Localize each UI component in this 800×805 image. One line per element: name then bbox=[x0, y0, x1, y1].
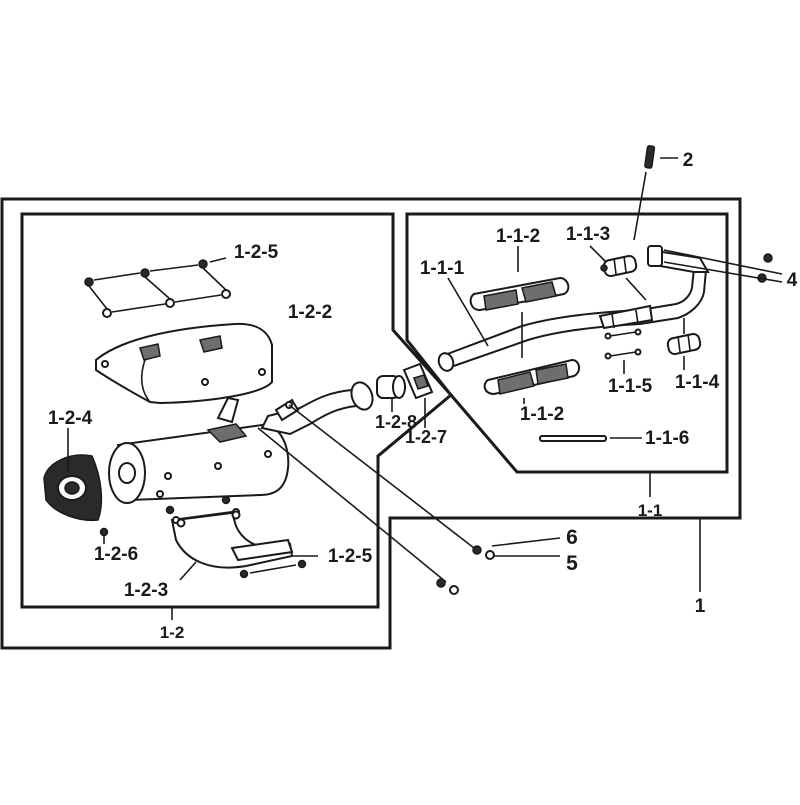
bracket-bolts bbox=[436, 545, 495, 595]
muffler-end-cap bbox=[43, 454, 109, 537]
label-1-1-4: 1-1-4 bbox=[675, 372, 720, 393]
pipe-clamp-sleeve-upper bbox=[600, 254, 638, 278]
leader-6 bbox=[491, 537, 561, 547]
label-1-1-6: 1-1-6 bbox=[645, 428, 689, 449]
stud-bolt bbox=[644, 145, 656, 169]
upper-shield-fasteners bbox=[84, 257, 231, 318]
leader-1-1-1 bbox=[447, 277, 489, 347]
label-1-2-8: 1-2-8 bbox=[375, 412, 417, 432]
label-1: 1 bbox=[695, 596, 706, 617]
joint-gasket bbox=[376, 375, 406, 399]
leader-4-b bbox=[663, 261, 783, 283]
leader-muffler-bolt-a bbox=[257, 427, 447, 583]
pipe-heat-guard-lower bbox=[483, 358, 580, 396]
label-1-1-3: 1-1-3 bbox=[566, 224, 610, 245]
label-1-1-1: 1-1-1 bbox=[420, 258, 465, 279]
upper-heat-shield bbox=[95, 322, 273, 405]
label-1-2-6: 1-2-6 bbox=[94, 544, 138, 565]
label-1-2: 1-2 bbox=[160, 623, 185, 642]
label-1-2-5-bottom: 1-2-5 bbox=[328, 546, 373, 567]
joint-clamp bbox=[402, 362, 434, 400]
leader-1-2-3 bbox=[179, 561, 197, 581]
leader-4-a bbox=[663, 249, 783, 275]
lower-shield-fasteners bbox=[165, 495, 318, 579]
leader-2-down bbox=[633, 171, 647, 241]
pipe-clamp-sleeve-lower bbox=[666, 332, 702, 356]
label-4: 4 bbox=[787, 270, 798, 291]
leader-1-1-3-to-pipe bbox=[625, 277, 647, 301]
label-1-2-2: 1-2-2 bbox=[288, 302, 332, 323]
lower-heat-shield bbox=[170, 508, 294, 569]
label-2: 2 bbox=[683, 150, 694, 171]
pipe-heat-guard-upper bbox=[469, 276, 570, 312]
muffler-body bbox=[108, 396, 290, 504]
label-1-1-2-top: 1-1-2 bbox=[496, 226, 540, 247]
label-1-2-4: 1-2-4 bbox=[48, 408, 93, 429]
leader-1-1-3 bbox=[589, 245, 607, 263]
leader-muffler-bolt-b bbox=[288, 404, 475, 549]
frame-assembly-1 bbox=[0, 197, 742, 650]
label-1-1-2-bottom: 1-1-2 bbox=[520, 404, 564, 425]
header-pipe bbox=[437, 245, 710, 372]
frame-assembly-1-1 bbox=[405, 212, 729, 474]
label-1-1-5: 1-1-5 bbox=[608, 376, 653, 397]
label-1-2-5-top: 1-2-5 bbox=[234, 242, 279, 263]
label-1-1: 1-1 bbox=[638, 501, 663, 520]
label-6: 6 bbox=[566, 526, 578, 549]
pipe-springs bbox=[604, 328, 642, 360]
muffler-inlet-pipe bbox=[260, 381, 374, 436]
label-1-2-7: 1-2-7 bbox=[405, 427, 447, 447]
label-1-2-3: 1-2-3 bbox=[124, 580, 168, 601]
pipe-rod bbox=[539, 435, 607, 442]
frame-assembly-1-2 bbox=[20, 212, 454, 609]
label-5: 5 bbox=[566, 552, 578, 575]
